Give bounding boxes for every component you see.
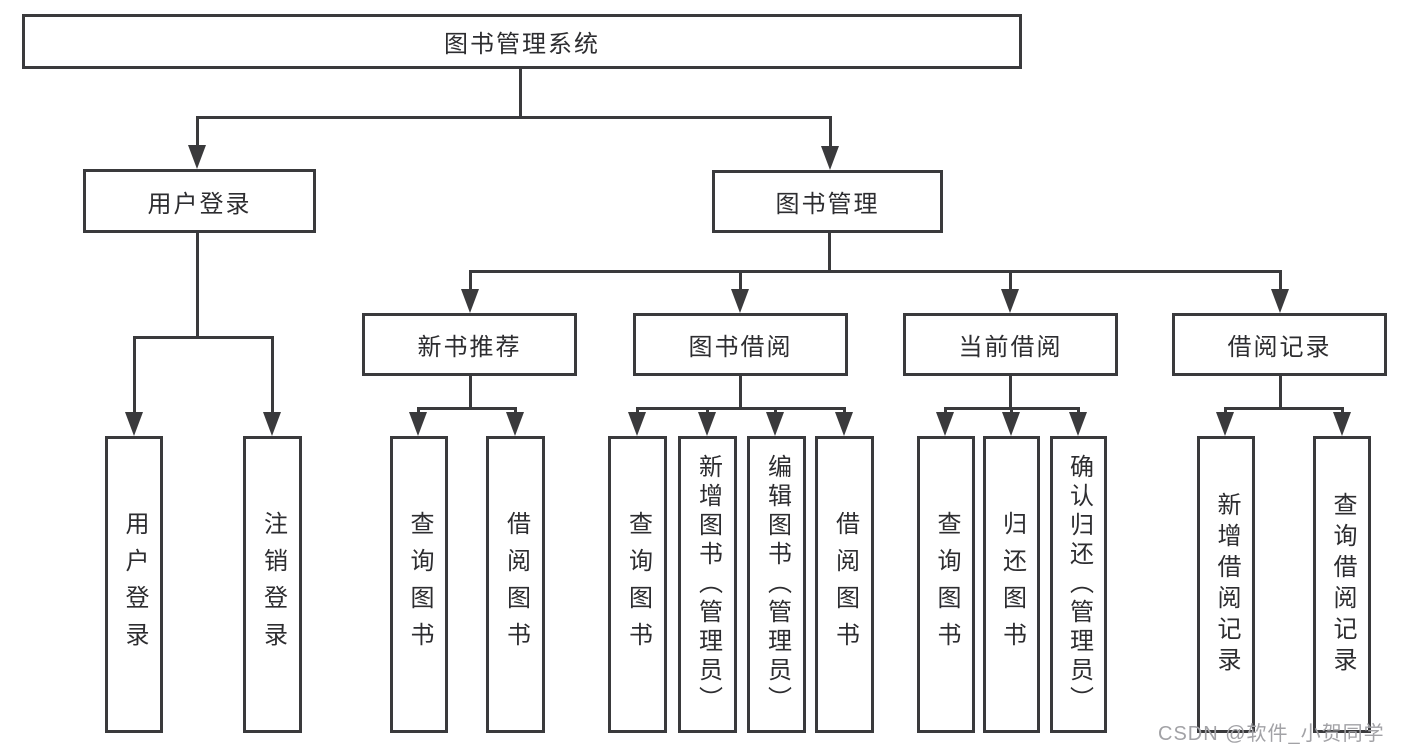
csdn-watermark: CSDN @软件_小贺同学 (1158, 723, 1385, 745)
arrow-down-icon (263, 412, 281, 436)
arrow-down-icon (731, 289, 749, 313)
arrow-down-icon (409, 412, 427, 436)
edge-book-borrow-branch (636, 407, 846, 410)
node-current-borrow: 当前借阅 (903, 313, 1118, 376)
arrow-down-icon (1069, 412, 1087, 436)
edge-new-books-down (469, 376, 472, 410)
arrow-down-icon (188, 145, 206, 169)
leaf-logout: 注销登录 (243, 436, 302, 733)
leaf-confirm-return-admin: 确认归还（管理员） (1050, 436, 1107, 733)
arrow-down-icon (1001, 289, 1019, 313)
arrow-down-icon (125, 412, 143, 436)
arrow-down-icon (766, 412, 784, 436)
edge-stub (1341, 407, 1344, 414)
arrow-down-icon (461, 289, 479, 313)
leaf-query-books-current: 查询图书 (917, 436, 975, 733)
edge-current-borrow-down (1009, 376, 1012, 410)
edge-user-login-down (196, 233, 199, 339)
arrow-down-icon (1333, 412, 1351, 436)
arrow-down-icon (821, 146, 839, 170)
edge-stub (1224, 407, 1227, 414)
node-user-login: 用户登录 (83, 169, 316, 233)
edge-level3-branch (469, 270, 1282, 273)
edge-to-book-borrow (739, 270, 742, 290)
edge-borrow-records-down (1279, 376, 1282, 410)
leaf-borrow-books: 借阅图书 (815, 436, 874, 733)
edge-book-management-down (828, 233, 831, 273)
leaf-query-borrow-record: 查询借阅记录 (1313, 436, 1371, 733)
leaf-user-login: 用户登录 (105, 436, 163, 733)
node-library-management-system: 图书管理系统 (22, 14, 1022, 69)
edge-stub (774, 407, 777, 414)
edge-book-borrow-down (739, 376, 742, 410)
node-book-borrow: 图书借阅 (633, 313, 848, 376)
edge-to-leaf-user-login (133, 336, 136, 414)
edge-root-down (519, 69, 522, 116)
leaf-borrow-books-recommend: 借阅图书 (486, 436, 545, 733)
leaf-query-books-borrow: 查询图书 (608, 436, 667, 733)
arrow-down-icon (698, 412, 716, 436)
leaf-edit-book-admin: 编辑图书（管理员） (747, 436, 806, 733)
edge-to-borrow-records (1279, 270, 1282, 290)
edge-stub (944, 407, 947, 414)
edge-new-books-branch (417, 407, 517, 410)
edge-borrow-records-branch (1224, 407, 1344, 410)
arrow-down-icon (1271, 289, 1289, 313)
arrow-down-icon (1002, 412, 1020, 436)
edge-stub (843, 407, 846, 414)
edge-stub (514, 407, 517, 414)
edge-to-current-borrow (1009, 270, 1012, 290)
arrow-down-icon (936, 412, 954, 436)
edge-to-new-books (469, 270, 472, 290)
node-new-book-recommend: 新书推荐 (362, 313, 577, 376)
node-book-management: 图书管理 (712, 170, 943, 233)
edge-stub (706, 407, 709, 414)
edge-to-user-login (196, 116, 199, 146)
edge-user-login-branch (133, 336, 274, 339)
leaf-add-borrow-record: 新增借阅记录 (1197, 436, 1255, 733)
node-borrow-records: 借阅记录 (1172, 313, 1387, 376)
leaf-query-books-recommend: 查询图书 (390, 436, 448, 733)
edge-stub (1010, 407, 1013, 414)
arrow-down-icon (835, 412, 853, 436)
edge-stub (417, 407, 420, 414)
edge-stub (636, 407, 639, 414)
arrow-down-icon (506, 412, 524, 436)
edge-to-leaf-logout (271, 336, 274, 414)
leaf-add-book-admin: 新增图书（管理员） (678, 436, 737, 733)
edge-stub (1077, 407, 1080, 414)
arrow-down-icon (1216, 412, 1234, 436)
edge-level2-branch (196, 116, 832, 119)
leaf-return-book: 归还图书 (983, 436, 1040, 733)
edge-to-book-management (829, 116, 832, 146)
arrow-down-icon (628, 412, 646, 436)
